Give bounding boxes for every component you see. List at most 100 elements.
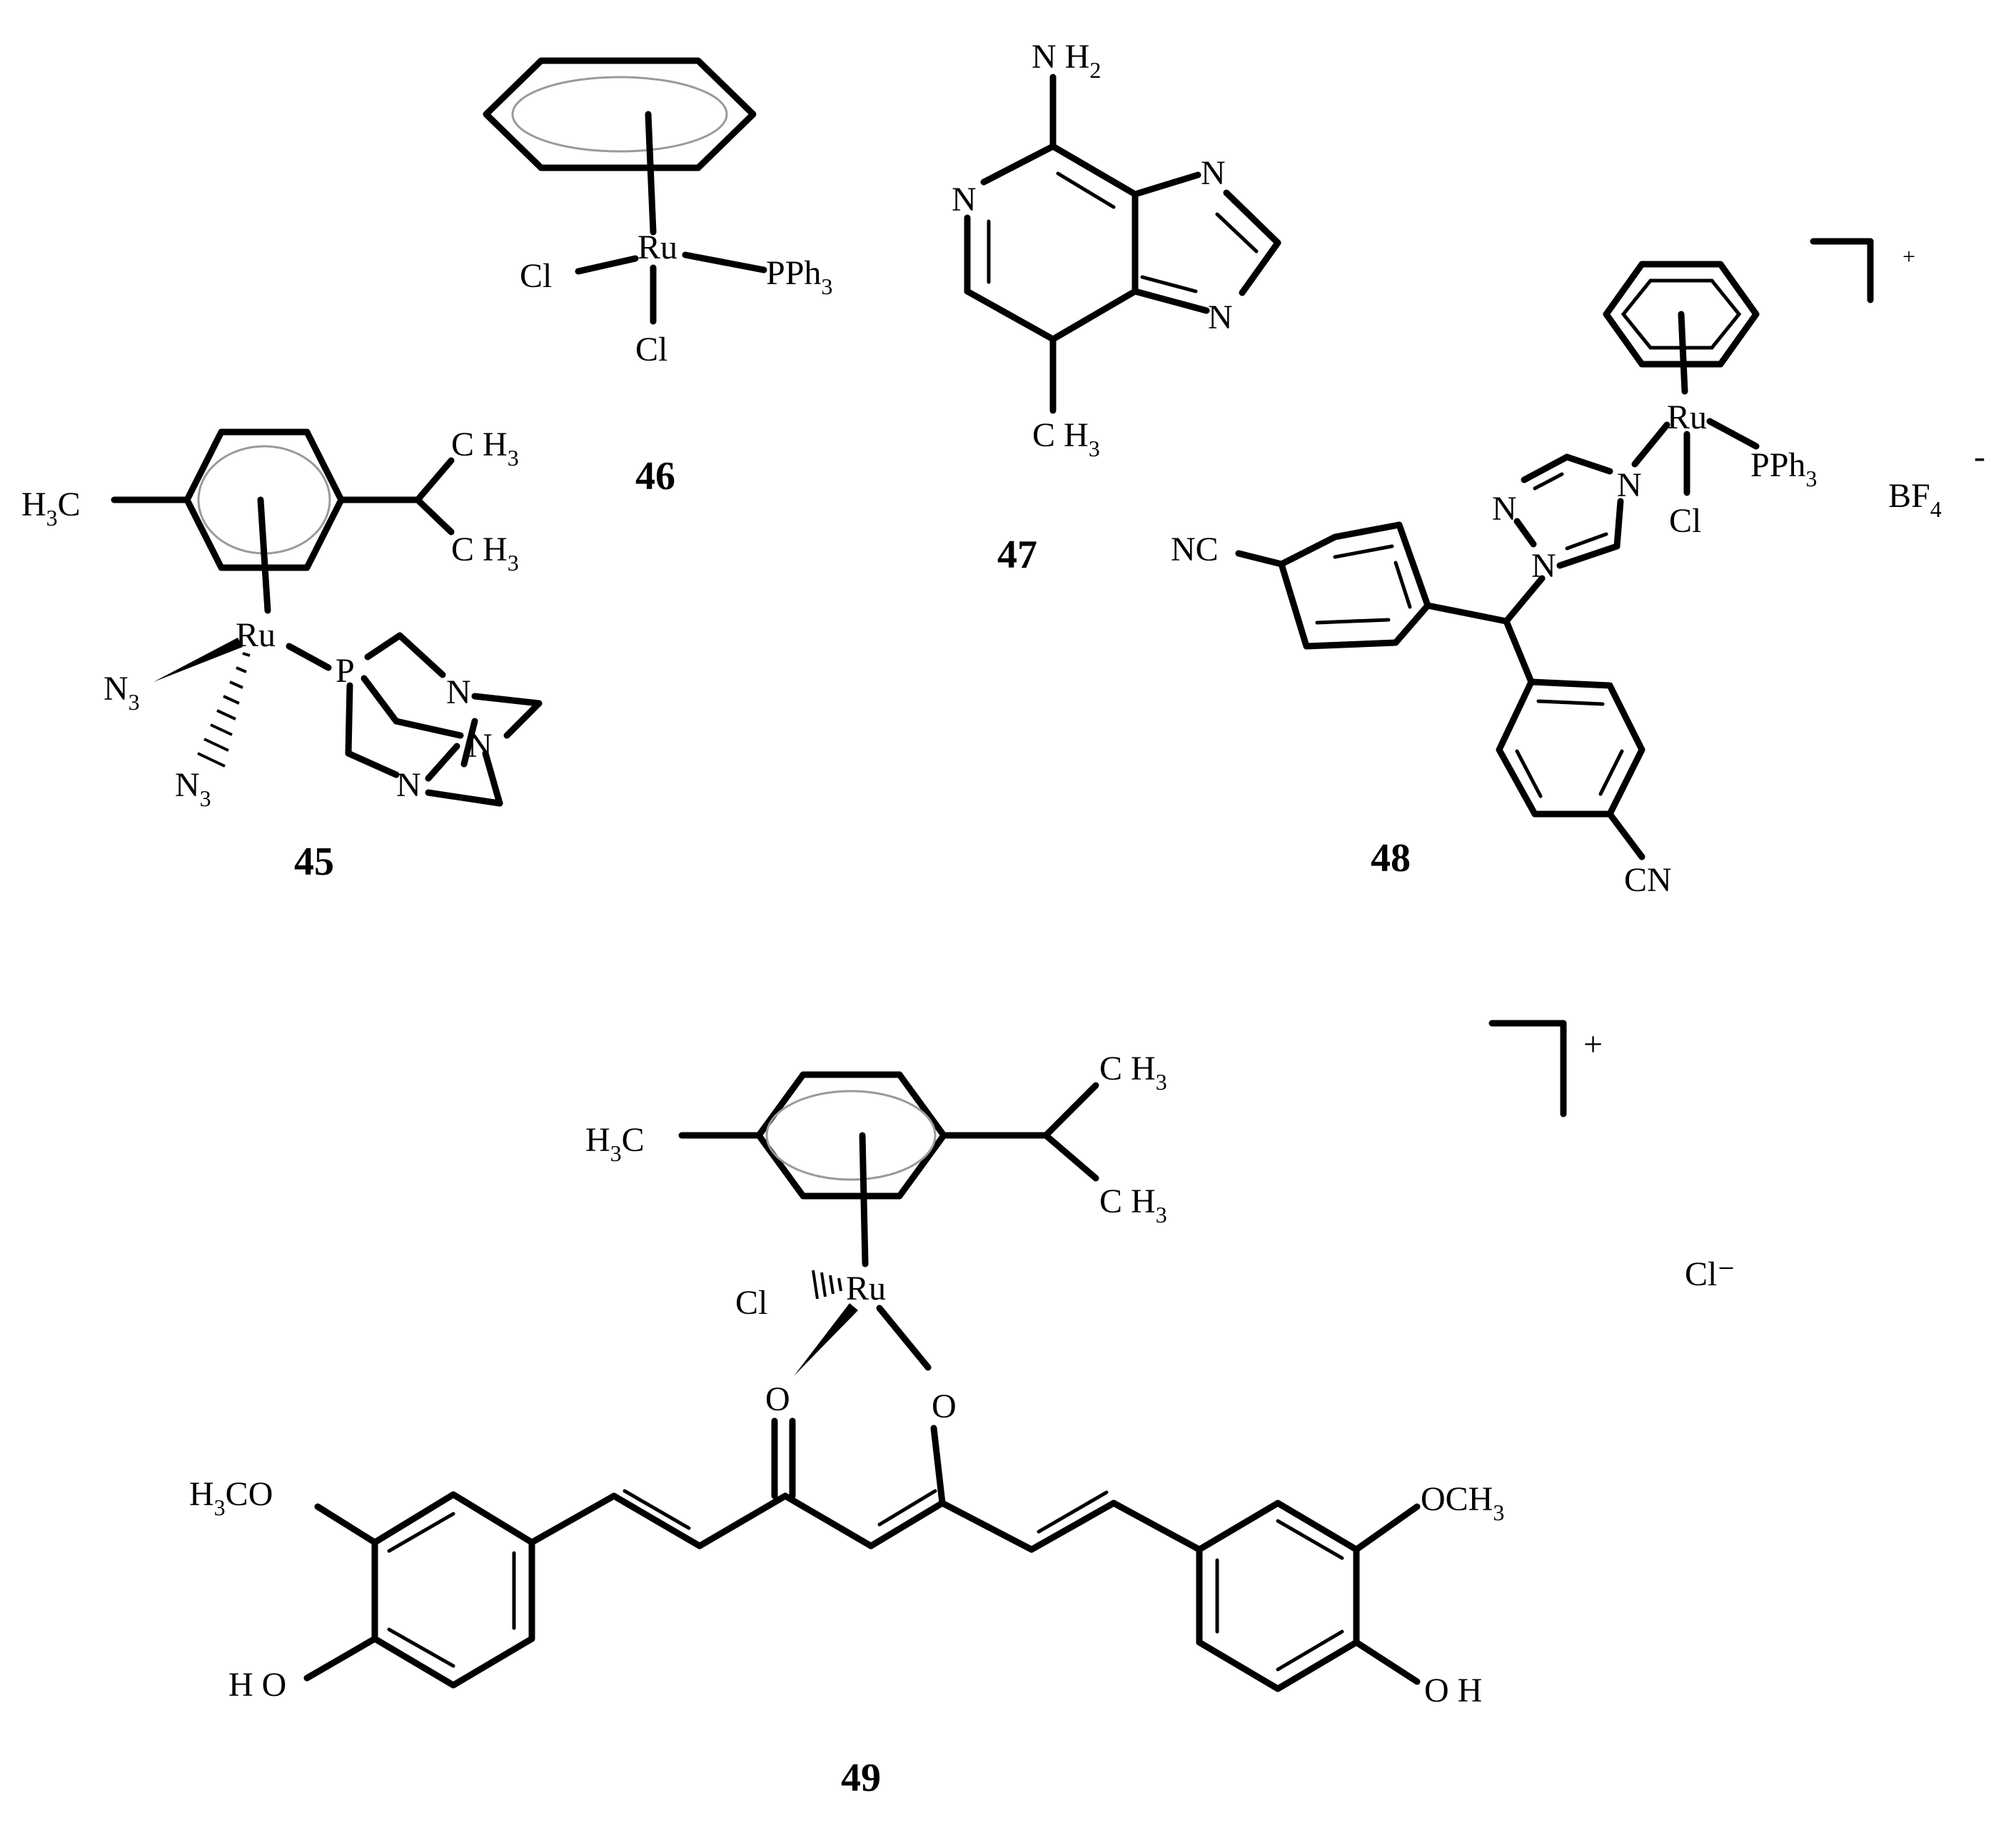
n1-c2-bond [1223, 189, 1281, 246]
pta-bond-6 [393, 718, 464, 739]
oh-label-49: O H [1424, 1672, 1482, 1709]
n-label-45a: N [446, 673, 471, 711]
ru-cl-bond-46 [575, 255, 639, 275]
charge-plus-48: + [1902, 243, 1915, 269]
n-label-47c: N [1208, 298, 1233, 336]
hashed-bond-45 [197, 652, 251, 768]
left-chain-1 [696, 1492, 789, 1550]
cymene-ring-49 [755, 1071, 947, 1200]
ru-label-48: Ru [1667, 398, 1707, 436]
isopropyl-ch3a-45 [414, 457, 455, 503]
ch3-label-45a: C H3 [451, 426, 519, 471]
left-chain-3 [528, 1492, 618, 1546]
right-chain-double [1037, 1490, 1109, 1534]
wedge-bond-49 [794, 1303, 858, 1376]
isopropyl-ch3b-45 [414, 496, 455, 536]
ch3-label-45b: C H3 [451, 531, 519, 576]
ru-label-49: Ru [846, 1270, 886, 1307]
aryl-double-48a1 [1333, 544, 1394, 559]
ring-ru-bond-48 [1678, 311, 1688, 395]
triazole-bond-1 [1563, 453, 1613, 475]
inner-ring-48 [1621, 278, 1742, 350]
compound-number-45: 45 [294, 840, 334, 884]
ch-aryl1-bond [1424, 602, 1510, 625]
aryl-double-49b2 [1276, 1629, 1344, 1672]
pta-bond-12 [425, 743, 460, 782]
nc-label-48: NC [1171, 531, 1219, 568]
aromatic-circle-46 [511, 76, 728, 153]
n-label-45c: N [396, 766, 421, 804]
triazole-bond-3 [1513, 518, 1537, 548]
och3-label-49: OCH3 [1421, 1480, 1504, 1525]
o-label-49a: O [765, 1380, 790, 1418]
cl-label-46a: Cl [520, 257, 552, 295]
h3c-label-49: H3C [585, 1121, 645, 1166]
ho-label-49: H O [228, 1666, 286, 1704]
compound-number-48: 48 [1371, 836, 1411, 880]
n-ch-bond-48 [1503, 575, 1546, 625]
n1-c2-double-bond [1215, 212, 1259, 253]
ru-label-46: Ru [637, 228, 677, 266]
c7-c3a-bond [1049, 288, 1139, 343]
ru-p-bond-48 [1706, 418, 1760, 450]
charge-plus-49: + [1583, 1025, 1603, 1063]
nc-bond-48a [1235, 550, 1285, 568]
aryl-double-48b1 [1536, 699, 1605, 706]
right-chain-2 [1028, 1500, 1117, 1553]
aryl-ring-49a [371, 1491, 535, 1689]
ch-c-double-49 [877, 1489, 937, 1527]
ru-label-45: Ru [236, 616, 276, 654]
cl-label-49: Cl [735, 1284, 767, 1322]
hashed-bond-49 [812, 1270, 842, 1300]
triazole-double-1 [1533, 472, 1564, 491]
triazole-bond-4 [1556, 543, 1621, 569]
benzene-ring-46 [483, 57, 757, 171]
pta-bond-2 [396, 632, 446, 678]
aryl-double-49b3 [1276, 1519, 1344, 1560]
pta-bond-5 [361, 675, 400, 725]
triazole-bond-5 [1613, 498, 1624, 550]
left-chain-double [623, 1489, 691, 1530]
o-c-bond-49b [930, 1425, 946, 1507]
ch-aryl2-bond [1503, 618, 1535, 685]
ch3-label-47: C H3 [1032, 416, 1100, 461]
right-chain-1 [939, 1500, 1035, 1553]
ch-c-bond-49 [867, 1500, 946, 1550]
nh2-label: N H2 [1032, 38, 1101, 83]
n3-c3a-double-bond [1140, 275, 1198, 293]
bf4-label: BF4 [1888, 477, 1942, 522]
hydroxy-bond-49b [1353, 1639, 1421, 1685]
charge-minus-48: - [1974, 438, 1985, 476]
aryl-ring-49b [1196, 1500, 1360, 1692]
pta-bond-11 [482, 750, 503, 807]
n-label-45b: N [468, 727, 493, 765]
wedge-bond-45 [153, 638, 243, 682]
aryl-double-49a3 [387, 1512, 455, 1553]
hydroxy-bond-49a [303, 1635, 378, 1682]
compound-number-46: 46 [635, 454, 675, 498]
ring-ru-bond-46 [645, 111, 657, 236]
c4-n-bond [980, 143, 1057, 186]
ru-o-bond-49 [876, 1305, 932, 1371]
pta-bond-1 [364, 632, 403, 661]
pta-bond-8 [345, 682, 353, 757]
n-label-48a: N [1617, 466, 1642, 504]
c-ch-bond-49 [782, 1492, 875, 1550]
n-label-48b: N [1492, 490, 1517, 528]
c2-n3-bond [1239, 239, 1281, 296]
aryl-double-48a3 [1393, 561, 1412, 609]
ch3-label-49b: C H3 [1099, 1182, 1167, 1227]
pph-label-46: PPh3 [766, 254, 832, 299]
cl-label-46b: Cl [635, 331, 667, 368]
pta-bond-4 [503, 700, 543, 739]
ring-ru-bond-45 [257, 496, 271, 614]
pta-bond-9 [345, 750, 400, 778]
compound-number-47: 47 [997, 533, 1037, 577]
compound-46: Ru Cl Cl PPh3 46 [483, 57, 832, 498]
h3c-label-45: H3C [21, 486, 81, 531]
triazole-double-2 [1565, 532, 1608, 551]
ru-p-bond-46 [682, 251, 767, 273]
methoxy-bond-49a [314, 1503, 378, 1546]
ch3-label-49a: C H3 [1099, 1050, 1167, 1095]
o-label-49b: O [932, 1387, 957, 1425]
